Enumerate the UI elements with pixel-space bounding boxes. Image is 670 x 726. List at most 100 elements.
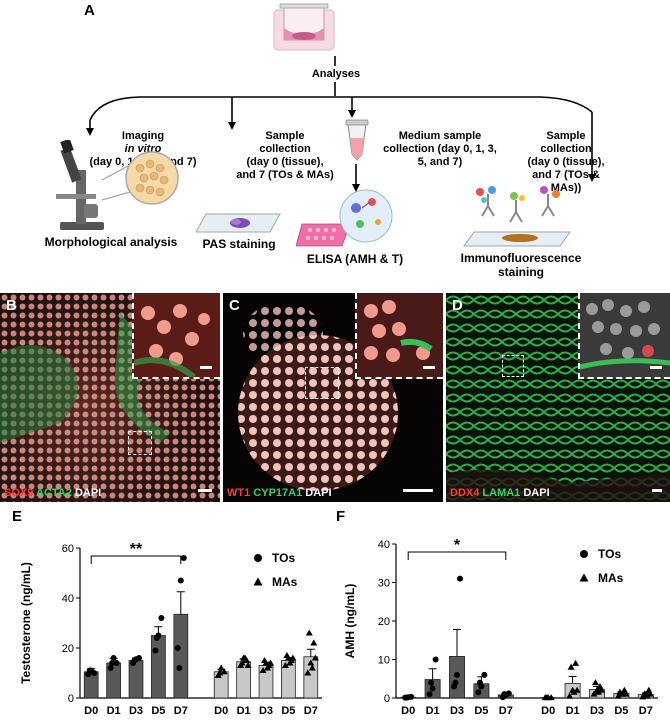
data-point bbox=[572, 659, 580, 666]
x-tick-label: D5 bbox=[474, 705, 488, 717]
data-point bbox=[107, 665, 114, 671]
micrograph-b-inset-cells bbox=[134, 304, 210, 377]
x-tick-label: D0 bbox=[401, 705, 415, 717]
micrograph-b-roi bbox=[128, 431, 152, 455]
legend-label: TOs bbox=[598, 547, 621, 561]
data-point bbox=[177, 577, 184, 584]
data-point bbox=[174, 645, 181, 651]
micrograph-c-letter: C bbox=[229, 297, 240, 314]
micrograph-c-inset-scalebar bbox=[423, 366, 435, 369]
data-point bbox=[152, 647, 159, 654]
step-pas-line1: Sample bbox=[265, 130, 305, 142]
microscope-icon bbox=[56, 140, 179, 230]
data-point bbox=[429, 685, 436, 692]
data-point bbox=[176, 665, 183, 671]
data-point bbox=[622, 690, 630, 697]
data-point bbox=[570, 688, 578, 695]
caption-if-line2: staining bbox=[497, 265, 544, 279]
step-pas-line3: (day 0 (tissue), bbox=[246, 156, 324, 168]
y-tick-label: 0 bbox=[384, 693, 390, 705]
step-medium: Medium sample collection (day 0, 1, 3, 5… bbox=[380, 130, 500, 169]
data-point bbox=[566, 692, 574, 699]
bar bbox=[128, 660, 144, 699]
caption-elisa: ELISA (AMH & T) bbox=[306, 252, 404, 266]
micrograph-d-inset-scalebar bbox=[650, 366, 662, 369]
x-tick-label: D3 bbox=[259, 705, 273, 717]
data-point bbox=[136, 655, 142, 661]
data-point bbox=[408, 693, 415, 700]
micrograph-b-letter: B bbox=[6, 297, 17, 314]
y-tick-label: 0 bbox=[68, 693, 74, 705]
x-tick-label: D3 bbox=[450, 705, 464, 717]
data-point bbox=[595, 688, 602, 695]
data-point bbox=[614, 692, 622, 699]
y-axis-label: AMH (ng/mL) bbox=[343, 584, 357, 659]
step-sample-if: Sample collection (day 0 (tissue), and 7… bbox=[516, 130, 616, 195]
data-point bbox=[475, 689, 482, 696]
x-tick-label: D3 bbox=[590, 705, 604, 717]
step-sample-pas: Sample collection (day 0 (tissue), and 7… bbox=[236, 130, 334, 182]
significance-marker: * bbox=[454, 537, 461, 554]
micrograph-c-roi bbox=[305, 367, 339, 399]
bar bbox=[173, 613, 189, 699]
data-point bbox=[281, 662, 289, 668]
data-point bbox=[573, 686, 581, 693]
stain-wt1: WT1 bbox=[227, 487, 251, 499]
significance-bracket bbox=[407, 551, 507, 560]
data-point bbox=[244, 662, 252, 668]
data-point bbox=[216, 669, 224, 676]
step-pas-line2: collection bbox=[259, 143, 311, 155]
data-point bbox=[310, 639, 318, 646]
data-point bbox=[501, 691, 508, 698]
micrograph-d-inset-cells bbox=[580, 299, 670, 370]
x-tick-label: D0 bbox=[214, 705, 228, 717]
pas-slide-icon bbox=[196, 213, 281, 233]
stain-acta2: ACTA2 bbox=[36, 487, 72, 499]
x-tick-label: D0 bbox=[541, 705, 555, 717]
micrograph-b-inset-scalebar bbox=[200, 366, 212, 369]
y-tick-label: 20 bbox=[62, 643, 74, 655]
data-point bbox=[454, 671, 460, 678]
stain-ddx4: DDX4 bbox=[450, 487, 480, 499]
micrograph-c-scalebar bbox=[403, 489, 433, 492]
x-tick-label: D5 bbox=[151, 705, 165, 717]
y-tick-label: 20 bbox=[378, 616, 390, 628]
x-tick-label: D3 bbox=[129, 705, 143, 717]
x-tick-label: D0 bbox=[84, 705, 98, 717]
step-if-line2: collection bbox=[540, 143, 592, 155]
data-point bbox=[153, 635, 160, 641]
step-if-line3: (day 0 (tissue), bbox=[527, 156, 605, 168]
data-point bbox=[289, 654, 297, 661]
immunofluorescence-icon bbox=[463, 186, 571, 247]
data-point bbox=[308, 664, 316, 671]
x-tick-label: D1 bbox=[566, 705, 580, 717]
stain-dapi-b: DAPI bbox=[74, 487, 102, 499]
culture-insert-icon bbox=[273, 3, 335, 51]
data-point bbox=[113, 660, 120, 666]
data-point bbox=[481, 671, 488, 678]
caption-morphological: Morphological analysis bbox=[44, 235, 178, 249]
micrograph-b-scalebar bbox=[198, 489, 212, 492]
step-medium-line1: Medium sample bbox=[398, 130, 482, 142]
legend-marker bbox=[579, 573, 589, 582]
x-tick-label: D7 bbox=[304, 705, 318, 717]
stain-cyp17a1: CYP17A1 bbox=[253, 487, 303, 499]
data-point bbox=[598, 686, 605, 693]
data-point bbox=[220, 668, 228, 675]
data-point bbox=[305, 629, 313, 636]
stain-dapi-c: DAPI bbox=[305, 487, 332, 499]
legend-label: TOs bbox=[272, 551, 295, 565]
data-point bbox=[110, 655, 117, 661]
y-axis-label: Testosterone (ng/mL) bbox=[19, 562, 33, 684]
data-point bbox=[567, 663, 575, 670]
data-point bbox=[86, 667, 93, 674]
micrograph-d-scalebar bbox=[652, 489, 662, 492]
x-tick-label: D1 bbox=[107, 705, 121, 717]
elisa-icon bbox=[296, 189, 393, 247]
step-if-line1: Sample bbox=[546, 130, 586, 142]
data-point bbox=[180, 555, 187, 561]
significance-bracket bbox=[90, 555, 182, 564]
y-tick-label: 30 bbox=[378, 578, 390, 590]
data-point bbox=[238, 659, 246, 666]
